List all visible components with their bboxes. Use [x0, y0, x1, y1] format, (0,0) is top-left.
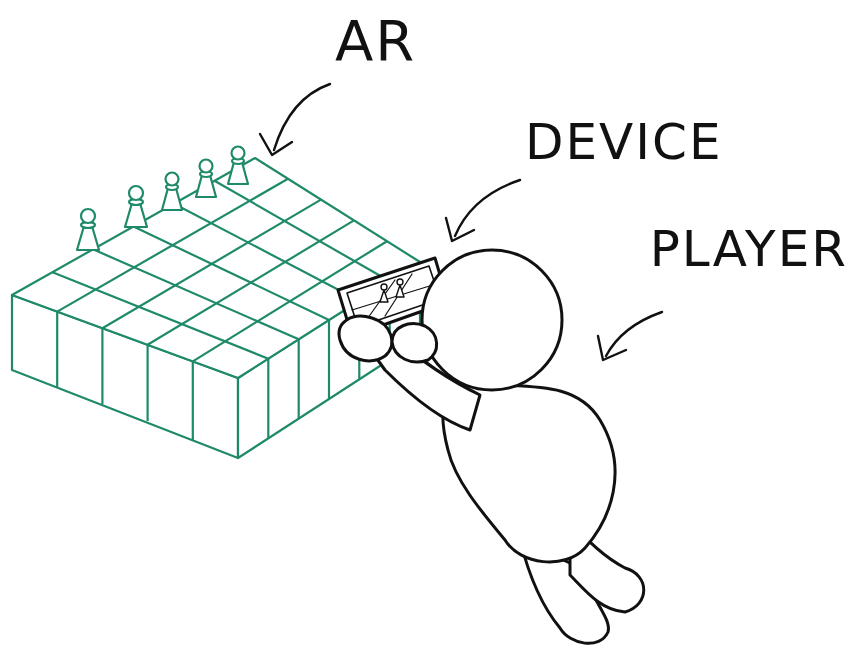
callout-label: DEVICE — [525, 115, 723, 170]
board-grid — [53, 179, 390, 440]
player-hand — [392, 324, 437, 362]
chess-piece — [162, 173, 182, 211]
player-figure — [338, 250, 644, 643]
callout-label: AR — [335, 10, 416, 72]
callout-label: PLAYER — [650, 222, 848, 277]
player-head — [422, 250, 562, 390]
chess-piece — [125, 186, 147, 227]
leader-arrow — [598, 312, 662, 360]
board-top — [12, 158, 420, 378]
chess-piece — [196, 160, 216, 198]
chess-pieces — [77, 147, 248, 251]
chess-piece — [228, 147, 248, 185]
chess-piece — [77, 209, 99, 250]
leader-arrow — [446, 180, 520, 241]
player-hand — [339, 316, 392, 360]
leader-arrow — [260, 84, 330, 155]
